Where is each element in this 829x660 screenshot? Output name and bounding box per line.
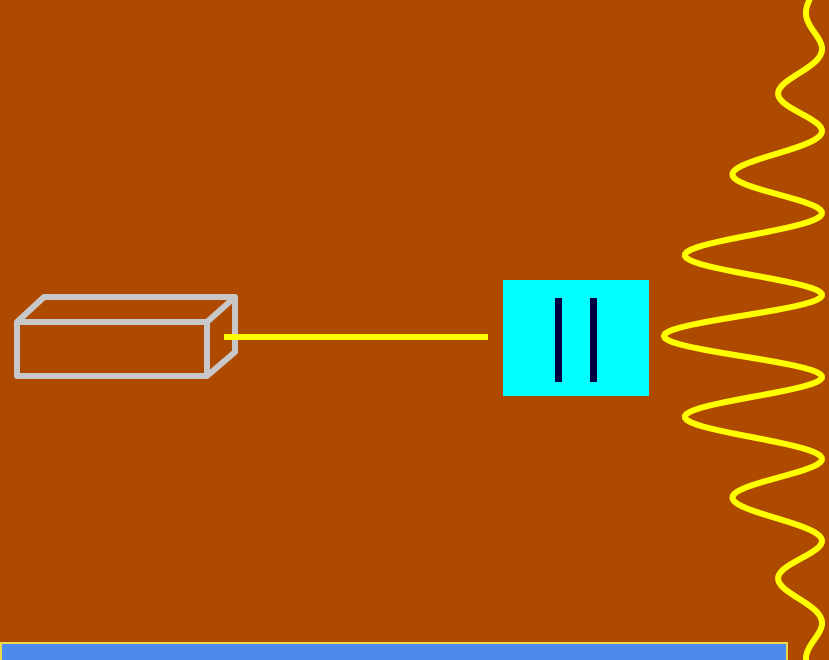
bottom-bar <box>0 642 788 660</box>
interference-pattern-wave <box>660 0 825 660</box>
slit-plate <box>503 280 649 396</box>
slit-left <box>555 298 562 382</box>
slit-right <box>590 298 597 382</box>
laser-source-icon <box>14 294 238 379</box>
